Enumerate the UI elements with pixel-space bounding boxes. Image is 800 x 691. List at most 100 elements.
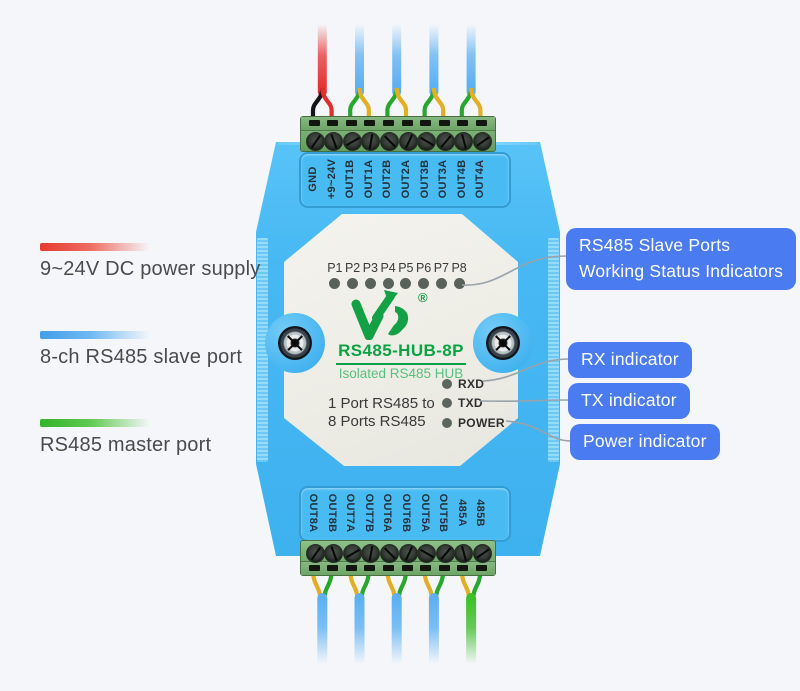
legend-slave-port: 8-ch RS485 slave port xyxy=(40,331,280,369)
wire-slot xyxy=(438,120,450,126)
wire-slot xyxy=(438,565,450,571)
terminal-block-top xyxy=(300,116,496,152)
port-indicator-label: P3 xyxy=(362,261,379,275)
slave-cable-8 xyxy=(310,569,334,667)
wire-slot xyxy=(475,565,487,571)
terminal-screw-icon xyxy=(324,132,344,151)
port-indicator-label: P5 xyxy=(398,261,414,275)
slave-cable-3 xyxy=(422,21,446,123)
wire-slot xyxy=(401,565,413,571)
wire-slot xyxy=(420,565,432,571)
terminal-screw-icon xyxy=(472,132,492,151)
terminal-screw-icon xyxy=(342,544,362,563)
port-led-icon xyxy=(362,278,380,289)
txd-led-icon xyxy=(442,397,452,408)
status-led-txd: TXD xyxy=(442,395,483,410)
wire-slot xyxy=(382,120,394,126)
wire-slot xyxy=(382,565,394,571)
legend-slave-label: 8-ch RS485 slave port xyxy=(40,346,243,368)
wire-slot xyxy=(308,565,320,571)
wire-slot xyxy=(364,120,376,126)
model-name: RS485-HUB-8P xyxy=(284,341,518,365)
mount-screw-right xyxy=(473,313,533,373)
legend-power-supply: 9~24V DC power supply xyxy=(40,243,280,281)
description-line2: 8 Ports RS485 xyxy=(328,413,426,430)
status-led-rxd: RXD xyxy=(442,376,485,391)
port-led-icon xyxy=(433,278,451,289)
terminal-screw-icon xyxy=(361,132,381,151)
power-cable xyxy=(310,21,334,123)
port-led-icon xyxy=(344,278,362,289)
wire-slot xyxy=(327,120,339,126)
port-led-icon xyxy=(326,278,344,289)
terminal-screw-icon xyxy=(454,544,474,563)
port-indicator-label: P2 xyxy=(344,261,361,275)
legend-power-label: 9~24V DC power supply xyxy=(40,258,261,280)
slave-cable-7 xyxy=(348,569,371,667)
screw-icon xyxy=(486,326,520,360)
terminal-screw-icon xyxy=(398,132,418,151)
terminal-screw-icon xyxy=(435,544,455,563)
terminal-screw-icon xyxy=(379,132,399,151)
rxd-led-icon xyxy=(442,378,452,389)
wire-slot xyxy=(345,120,357,126)
slave-cable-5 xyxy=(422,569,446,667)
terminal-screw-icon xyxy=(305,132,325,151)
callout-tx-indicator: TX indicator xyxy=(568,383,690,419)
port-led-icon xyxy=(397,278,415,289)
terminal-screw-icon xyxy=(472,544,492,563)
legend-master-label: RS485 master port xyxy=(40,434,212,456)
terminal-screw-icon xyxy=(379,544,399,563)
rxd-label: RXD xyxy=(458,376,485,391)
port-indicator-label: P8 xyxy=(451,261,467,275)
port-label-485b: 485B xyxy=(474,499,487,527)
waveshare-logo xyxy=(351,290,409,340)
callout-rx-indicator: RX indicator xyxy=(568,342,692,378)
terminal-screw-icon xyxy=(361,544,381,563)
slave-color-bar-icon xyxy=(40,331,150,339)
description-line1: 1 Port RS485 to xyxy=(328,395,435,412)
wire-slot xyxy=(457,565,469,571)
model-subtitle: Isolated RS485 HUB xyxy=(338,366,464,381)
wire-slot xyxy=(401,120,413,126)
terminal-block-bottom xyxy=(300,540,496,576)
wire-slot xyxy=(457,120,469,126)
master-color-bar-icon xyxy=(40,419,150,427)
wire-slot xyxy=(364,565,376,571)
port-indicator-label: P1 xyxy=(327,261,343,275)
slave-cable-6 xyxy=(385,569,409,667)
status-led-power: POWER xyxy=(442,415,505,430)
txd-label: TXD xyxy=(458,395,483,410)
port-label-out4a: OUT4A xyxy=(474,159,487,199)
master-cable xyxy=(459,569,483,667)
power-label: POWER xyxy=(458,415,505,430)
wire-slot xyxy=(308,120,320,126)
registered-trademark: ® xyxy=(418,290,428,305)
wire-slot xyxy=(420,120,432,126)
port-indicator-label: P4 xyxy=(380,261,396,275)
wire-slot xyxy=(475,120,487,126)
port-indicator-leds xyxy=(326,278,468,289)
terminal-screw-icon xyxy=(435,132,455,151)
terminal-screw-icon xyxy=(305,544,325,563)
mount-screw-left xyxy=(265,313,325,373)
port-indicator-label: P7 xyxy=(433,261,450,275)
port-led-icon xyxy=(415,278,433,289)
left-rail-clip xyxy=(257,238,268,462)
slave-cable-1 xyxy=(348,21,371,123)
slave-cable-4 xyxy=(459,21,483,123)
slave-cable-2 xyxy=(385,21,409,123)
wire-slot xyxy=(327,565,339,571)
terminal-screw-icon xyxy=(454,132,474,151)
port-led-icon xyxy=(379,278,397,289)
power-color-bar-icon xyxy=(40,243,150,251)
terminal-screw-icon xyxy=(324,544,344,563)
wire-slot xyxy=(345,565,357,571)
port-led-icon xyxy=(450,278,468,289)
right-rail-clip xyxy=(548,238,559,462)
power-led-icon xyxy=(442,417,452,428)
